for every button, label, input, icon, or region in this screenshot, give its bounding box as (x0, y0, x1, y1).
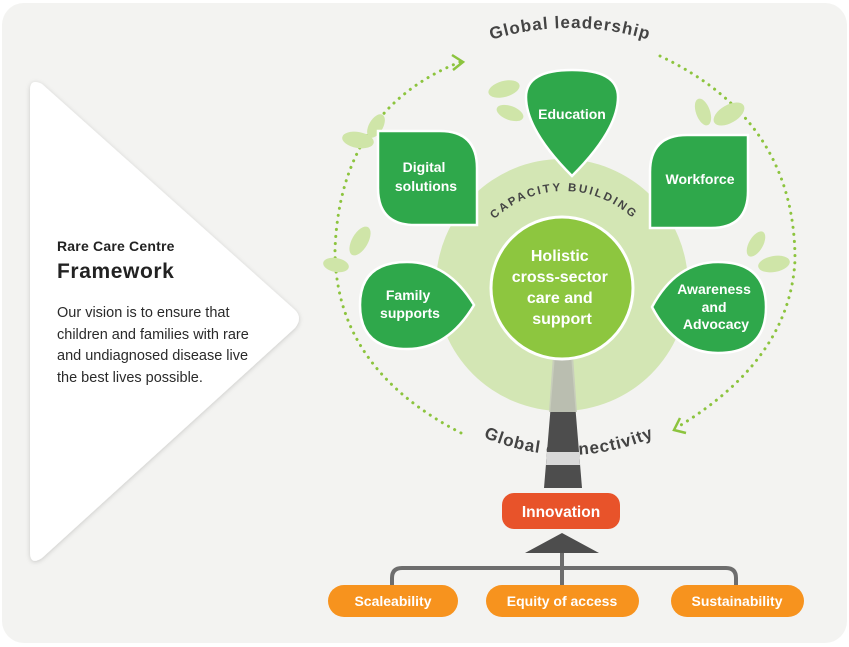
small-leaf (342, 131, 374, 149)
leaf-awareness-advocacy: Awareness and Advocacy (650, 260, 768, 355)
root-connectors (390, 548, 738, 592)
intro-arrow-panel (30, 82, 299, 561)
svg-text:Family supports: Family supports (380, 287, 440, 321)
leaf-workforce: Workforce (648, 133, 750, 230)
small-leaf (496, 104, 524, 122)
small-leaf (323, 257, 349, 273)
trunk-highlight (549, 355, 577, 412)
arrowhead-top-left-icon (451, 53, 466, 71)
svg-text:Education: Education (538, 106, 606, 122)
pillar-equity-label: Equity of access (507, 593, 618, 609)
dotted-cycle (333, 54, 797, 437)
leaf-family-supports: Family supports (358, 260, 476, 351)
pillar-equity-of-access (486, 585, 639, 617)
svg-text:Awareness and: Awareness and Advocacy (677, 281, 755, 332)
core-label: Holistic cross-sector care and support (512, 248, 613, 328)
core-circle (489, 215, 635, 361)
framework-title: Framework (57, 260, 175, 283)
vision-statement: Our vision is to ensure that children an… (57, 305, 249, 386)
pillar-sustainability (671, 585, 804, 617)
pillar-scaleability (328, 585, 458, 617)
small-leaf (349, 226, 371, 256)
leaf-digital-solutions: Digital solutions (376, 129, 479, 227)
small-leaf (488, 80, 520, 98)
pillar-scaleability-label: Scaleability (354, 593, 431, 609)
innovation-box (502, 493, 620, 529)
small-leaf (713, 102, 745, 126)
small-leaves (323, 80, 790, 273)
small-leaf (746, 231, 766, 257)
dotted-arrow-top-left (333, 60, 467, 437)
arrowhead-bottom-right-icon (672, 417, 687, 435)
arc-label-global-leadership: Global leadership (487, 13, 653, 44)
svg-text:Workforce: Workforce (666, 171, 735, 187)
up-arrow-icon (525, 533, 599, 553)
pillar-sustainability-label: Sustainability (691, 593, 782, 609)
framework-subtitle: Rare Care Centre (57, 238, 175, 254)
leaf-education: Education (524, 68, 620, 178)
small-leaf (758, 255, 790, 273)
trunk-band (546, 452, 580, 465)
innovation-label: Innovation (522, 504, 600, 521)
svg-text:Digital solutions: Digital solutions (395, 159, 457, 194)
small-leaf (694, 98, 712, 126)
